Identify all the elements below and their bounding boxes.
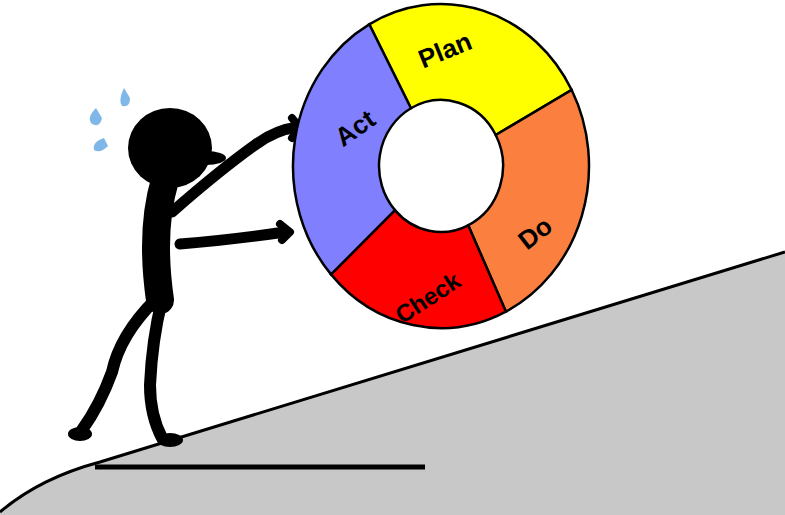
cycle-segment: Act: [291, 22, 413, 277]
segment-shape: [293, 24, 411, 274]
sweat-drops: [90, 88, 130, 151]
stick-figure: [68, 108, 300, 447]
ground-line: [95, 465, 425, 470]
segment-outline: [291, 22, 413, 277]
